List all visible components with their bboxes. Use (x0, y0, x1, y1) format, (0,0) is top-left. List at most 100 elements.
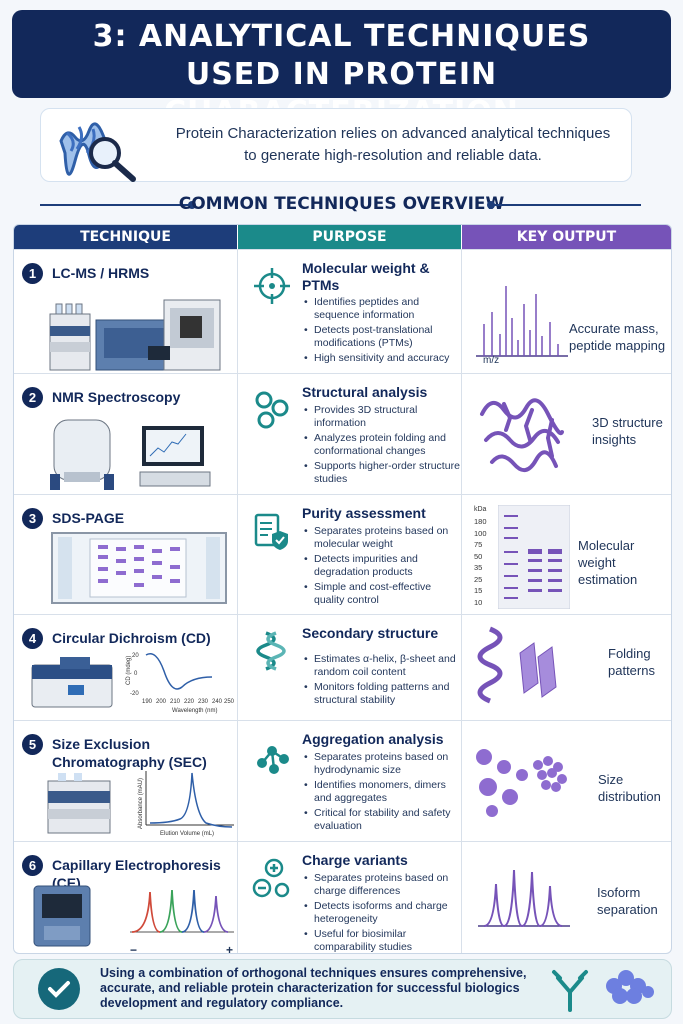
molecule-structure-icon (255, 391, 289, 429)
purpose-bullets: Separates proteins based on hydrodynamic… (304, 751, 464, 835)
cd-xtick: 250 (224, 699, 235, 705)
bullet-item: Monitors folding patterns and structural… (304, 681, 464, 707)
bullet-item: Detects isoforms and charge heterogeneit… (304, 900, 464, 926)
row-number: 2 (22, 387, 43, 408)
plus-sign: + (226, 943, 234, 954)
row-number: 3 (22, 508, 43, 529)
intro-box: Protein Characterization relies on advan… (40, 108, 632, 182)
heading-dot-right (487, 201, 495, 209)
row-number: 4 (22, 628, 43, 649)
techniques-table: TECHNIQUE PURPOSE KEY OUTPUT 1 LC-MS / H… (13, 224, 672, 954)
antibody-molecule-icon (552, 970, 654, 1012)
protein-magnifier-icon (59, 122, 136, 182)
bullet-item: Useful for biosimilar comparability stud… (304, 928, 464, 953)
bullet-item: Detects impurities and degradation produ… (304, 553, 464, 579)
ladder-unit: kDa (474, 506, 487, 513)
purpose-title: Charge variants (302, 852, 408, 868)
ladder-label: 25 (474, 574, 483, 584)
technique-name: Circular Dichroism (CD) (52, 630, 211, 646)
technique-name: SDS-PAGE (52, 510, 125, 526)
ladder-label: 50 (474, 551, 483, 561)
header-purpose: PURPOSE (238, 225, 461, 249)
header-output: KEY OUTPUT (462, 225, 671, 249)
section-heading: COMMON TECHNIQUES OVERVIEW (0, 192, 683, 216)
ladder-label: 35 (474, 563, 483, 572)
ce-instrument-icon (33, 885, 91, 947)
purpose-bullets: Estimates α-helix, β-sheet and random co… (304, 653, 464, 709)
lcms-instrument-icon (49, 299, 221, 371)
helix-icon (256, 631, 286, 671)
nmr-spectrometer-icon (50, 419, 211, 490)
gel-electrophoresis-icon (51, 532, 227, 604)
bullet-item: Detects post-translational modifications… (304, 324, 464, 350)
key-output-text: 3D structure insights (592, 415, 663, 447)
aggregate-nodes-icon (257, 746, 289, 774)
purpose-title: Structural analysis (302, 384, 428, 400)
header-technique: TECHNIQUE (14, 225, 237, 249)
ladder-label: 10 (474, 597, 483, 607)
bullet-item: Separates proteins based on molecular we… (304, 525, 464, 551)
purpose-bullets: Separates proteins based on molecular we… (304, 525, 464, 609)
cd-ytick: -20 (130, 691, 139, 697)
isoform-peaks-icon (478, 869, 570, 927)
bullet-item: Separates proteins based on hydrodynamic… (304, 751, 464, 777)
gel-lanes-icon (498, 505, 570, 609)
cd-ytick: 0 (134, 671, 138, 677)
bullet-item: Critical for stability and safety evalua… (304, 807, 464, 833)
heading-line-right (493, 204, 641, 206)
bullet-item: High sensitivity and accuracy (304, 352, 464, 365)
row-number: 5 (22, 734, 43, 755)
checklist-shield-icon (254, 513, 288, 550)
bullet-item: Separates proteins based on charge diffe… (304, 872, 464, 898)
cd-spectrum-chart: CD (mdeg) 20 0 -20 190 200 210 220 230 2… (126, 653, 235, 714)
cd-xtick: 220 (184, 699, 195, 705)
row-number: 1 (22, 263, 43, 284)
size-distribution-icon (476, 749, 567, 817)
bullet-item: Simple and cost-effective quality contro… (304, 581, 464, 607)
cd-xtick: 240 (212, 699, 223, 705)
purpose-bullets: Separates proteins based on charge diffe… (304, 872, 464, 953)
table-row: 2 NMR Spectroscopy Structural analysis P… (14, 373, 671, 495)
cd-xlabel: Wavelength (nm) (172, 708, 217, 714)
key-output-text: Size distribution (598, 772, 661, 804)
bullet-item: Estimates α-helix, β-sheet and random co… (304, 653, 464, 679)
cd-xtick: 210 (170, 699, 181, 705)
checkmark-icon (38, 968, 80, 1010)
ladder-label: 15 (474, 586, 483, 595)
sec-chromatogram-chart: Absorbance (mAU) Elution Volume (mL) (138, 771, 234, 837)
key-output-text: Accurate mass, peptide mapping (569, 321, 666, 353)
key-output-text: Isoform separation (597, 885, 658, 917)
purpose-bullets: Provides 3D structural information Analy… (304, 404, 464, 488)
technique-name: NMR Spectroscopy (52, 389, 181, 405)
bullet-item: Identifies monomers, dimers and aggregat… (304, 779, 464, 805)
purpose-title: Secondary structure (302, 625, 439, 641)
page-title-line1: 3: ANALYTICAL TECHNIQUES (92, 19, 591, 54)
charge-plus-minus-icon (252, 858, 290, 898)
ladder-label: 100 (474, 528, 487, 538)
sec-instrument-icon (47, 773, 111, 834)
bullet-item: Supports higher-order structure studies (304, 460, 464, 486)
table-row: 5 Size Exclusion Chromatography (SEC) Ab… (14, 720, 671, 842)
minus-sign: − (130, 943, 138, 954)
mass-spectrum-icon (476, 286, 568, 357)
footer-box: Using a combination of orthogonal techni… (13, 959, 672, 1019)
table-row: 3 SDS-PAGE Purity assessment Separates p… (14, 494, 671, 615)
row-number: 6 (22, 855, 43, 876)
title-banner: 3: ANALYTICAL TECHNIQUES USED IN PROTEIN… (12, 10, 671, 130)
secondary-structure-icon (477, 626, 557, 704)
cd-ytick: 20 (132, 653, 139, 659)
table-row: 1 LC-MS / HRMS Molecular weight & PTMs I… (14, 249, 671, 374)
heading-dot-left (188, 201, 196, 209)
bullet-item: Identifies peptides and sequence informa… (304, 296, 464, 322)
ladder-label: 180 (474, 517, 487, 526)
cd-spectrometer-icon (31, 657, 113, 708)
axis-label-mz: m/z (483, 355, 500, 366)
column-divider (237, 249, 238, 953)
intro-text: Protein Characterization relies on advan… (175, 125, 611, 164)
cd-xtick: 200 (156, 699, 167, 705)
footer-text: Using a combination of orthogonal techni… (100, 966, 527, 1010)
purpose-title: Aggregation analysis (302, 731, 444, 747)
technique-name: Size Exclusion Chromatography (SEC) (52, 736, 207, 770)
bullet-item: Analyzes protein folding and conformatio… (304, 432, 464, 458)
